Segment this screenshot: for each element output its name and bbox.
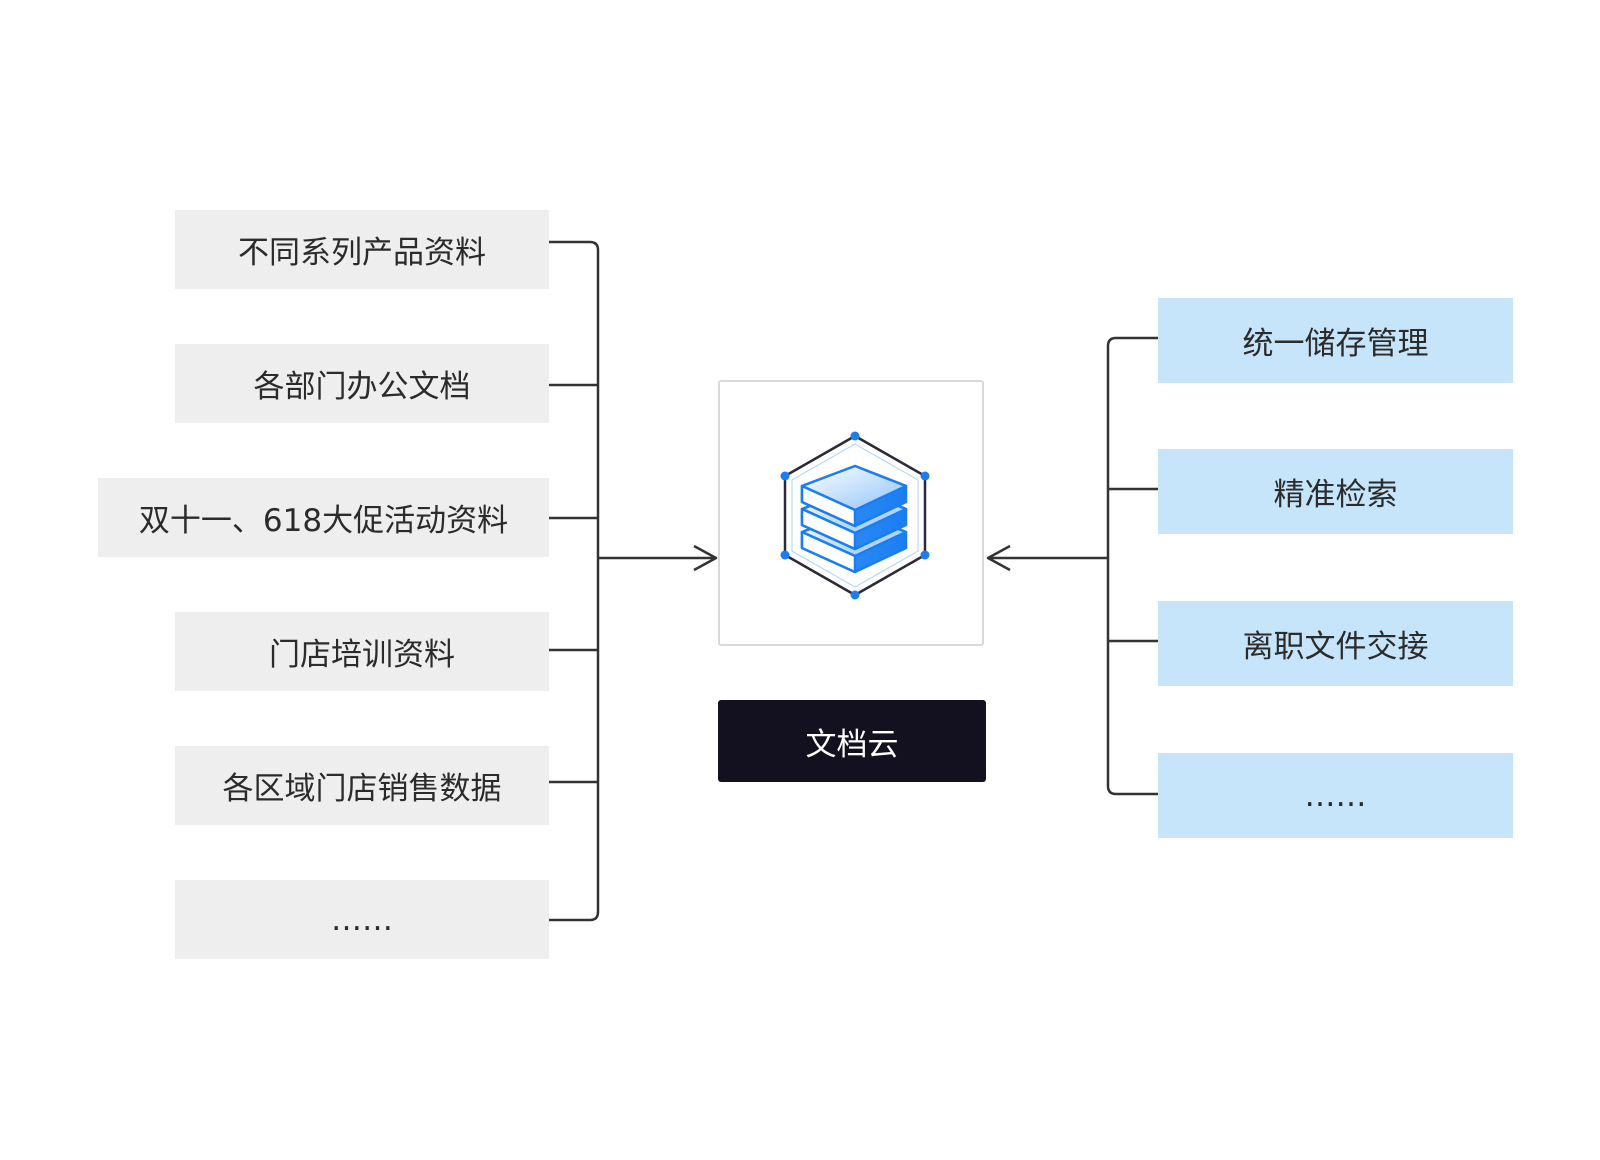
source-label: 双十一、618大促活动资料 xyxy=(138,503,509,539)
right-bracket xyxy=(1106,336,1158,796)
capability-label: 离职文件交接 xyxy=(1242,629,1429,665)
capability-label: 统一储存管理 xyxy=(1242,326,1429,362)
capability-box: 精准检索 xyxy=(1158,449,1513,534)
source-box: 门店培训资料 xyxy=(175,612,549,691)
source-box: 各区域门店销售数据 xyxy=(175,746,549,825)
source-box: 不同系列产品资料 xyxy=(175,210,549,289)
source-box: 双十一、618大促活动资料 xyxy=(98,478,549,557)
source-box: 各部门办公文档 xyxy=(175,344,549,423)
source-label: 不同系列产品资料 xyxy=(238,235,486,271)
source-label: 各部门办公文档 xyxy=(253,369,471,405)
hub-label: 文档云 xyxy=(718,700,986,782)
capability-label: …… xyxy=(1304,777,1367,814)
hub-label-text: 文档云 xyxy=(805,726,899,763)
source-label: 各区域门店销售数据 xyxy=(222,771,502,807)
source-label: 门店培训资料 xyxy=(269,637,455,673)
capability-box: …… xyxy=(1158,753,1513,838)
capability-box: 统一储存管理 xyxy=(1158,298,1513,383)
source-box: …… xyxy=(175,880,549,959)
capability-label: 精准检索 xyxy=(1273,477,1398,513)
right-arrow-head xyxy=(986,544,1011,572)
document-cloud-hub xyxy=(718,380,984,646)
source-label: …… xyxy=(331,901,393,938)
capability-box: 离职文件交接 xyxy=(1158,601,1513,686)
left-bracket xyxy=(548,240,600,922)
layered-cube-icon xyxy=(780,431,930,600)
left-arrow-head xyxy=(693,544,718,572)
